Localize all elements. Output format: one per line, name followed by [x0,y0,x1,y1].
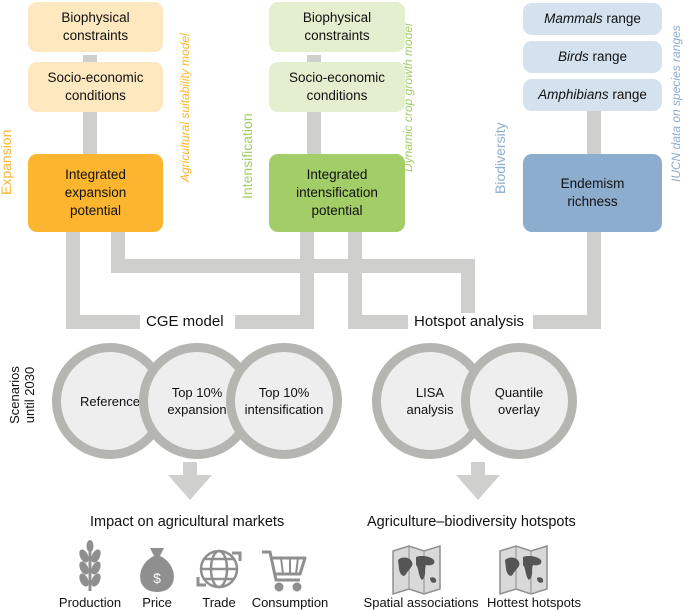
production-label: Production [58,595,122,610]
scenarios-label-line-2: until 2030 [22,366,37,424]
bio-to-hotspot [533,230,601,329]
expansion-socio-label: Socio-economic conditions [47,70,144,103]
expansion-potential-label: Integrated expansion potential [64,167,127,218]
expansion-biophysical-box: Biophysical constraints [28,2,163,52]
scenario-top-intensification-circle: Top 10% intensification [226,343,342,459]
spatial-associations-label: Spatial associations [363,595,479,610]
mammals-range-label: Mammals range [544,10,641,28]
trade-label: Trade [202,595,236,610]
biodiversity-side-label: Biodiversity [492,122,508,194]
quantile-overlay-label: Quantile overlay [494,385,544,417]
mammals-range-box: Mammals range [523,3,662,35]
price-label: Price [142,595,172,610]
int-to-cge [235,230,314,329]
hotspots-title: Agriculture–biodiversity hotspots [367,514,576,530]
birds-suffix: range [592,49,628,64]
expansion-side-label: Expansion [0,129,14,195]
expansion-model-label: Agricultural suitability model [178,33,192,182]
amphibians-range-label: Amphibians range [538,86,647,104]
mammals-text: Mammals [544,11,603,26]
cge-model-title: CGE model [140,313,230,330]
lisa-analysis-label: LISA analysis [406,385,454,417]
int-to-hotspot [348,230,412,329]
amphibians-text: Amphibians [538,87,609,102]
expansion-socio-box: Socio-economic conditions [28,62,163,112]
agricultural-markets-title: Impact on agricultural markets [90,514,285,530]
intensification-side-label: Intensification [239,113,255,199]
hotspot-analysis-title: Hotspot analysis [408,313,531,330]
intensification-potential-label: Integrated intensification potential [296,167,378,218]
scenario-top-expansion-label: Top 10% expansion [167,385,227,417]
birds-range-box: Birds range [523,41,662,73]
birds-range-label: Birds range [558,48,627,66]
exp-to-cge [66,230,140,329]
hottest-hotspots-label: Hottest hotspots [487,595,581,610]
scenario-top-intensification-label: Top 10% intensification [244,385,324,417]
expansion-biophysical-label: Biophysical constraints [61,10,130,43]
quantile-overlay-circle: Quantile overlay [461,343,577,459]
scenarios-label-line-1: Scenarios [7,366,22,424]
exp-to-hotspot [111,230,475,329]
mammals-suffix: range [606,11,641,26]
intensification-biophysical-label: Biophysical constraints [302,10,372,43]
intensification-socio-box: Socio-economic conditions [269,62,405,112]
intensification-potential-box: Integrated intensification potential [269,154,405,232]
endemism-richness-box: Endemism richness [523,154,662,232]
expansion-potential-box: Integrated expansion potential [28,154,163,232]
intensification-socio-label: Socio-economic conditions [288,70,386,103]
endemism-richness-label: Endemism richness [560,176,625,209]
consumption-label: Consumption [251,595,329,610]
biodiversity-model-label: IUCN data on species ranges [669,25,683,182]
hotspot-down-arrow [456,462,500,500]
scenarios-label: Scenarios until 2030 [7,350,37,440]
scenario-reference-label: Reference [80,393,140,409]
cge-down-arrow [168,462,212,500]
birds-text: Birds [557,49,589,64]
intensification-biophysical-box: Biophysical constraints [269,2,405,52]
amphibians-suffix: range [612,87,647,102]
amphibians-range-box: Amphibians range [523,79,662,111]
